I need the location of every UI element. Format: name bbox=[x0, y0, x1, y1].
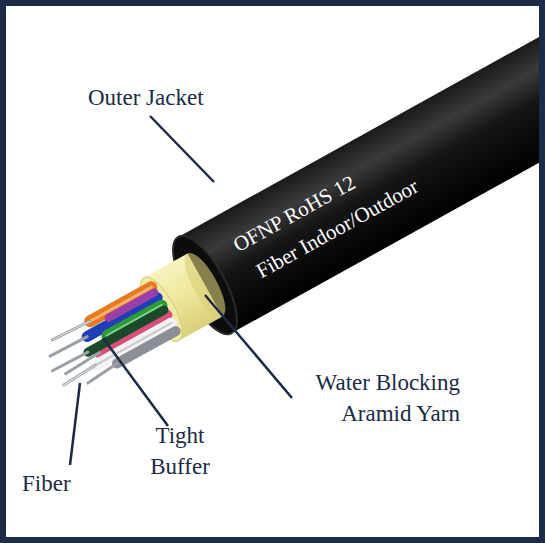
part-label: Fiber bbox=[22, 468, 102, 499]
frame-border bbox=[3, 3, 542, 540]
tight-buffers bbox=[75, 287, 175, 373]
part-label: Water Blocking Aramid Yarn bbox=[290, 367, 460, 429]
outer-jacket bbox=[178, 6, 539, 333]
part-label: Outer Jacket bbox=[88, 82, 248, 113]
leader-lines bbox=[70, 116, 292, 465]
part-label: Tight Buffer bbox=[130, 420, 230, 482]
